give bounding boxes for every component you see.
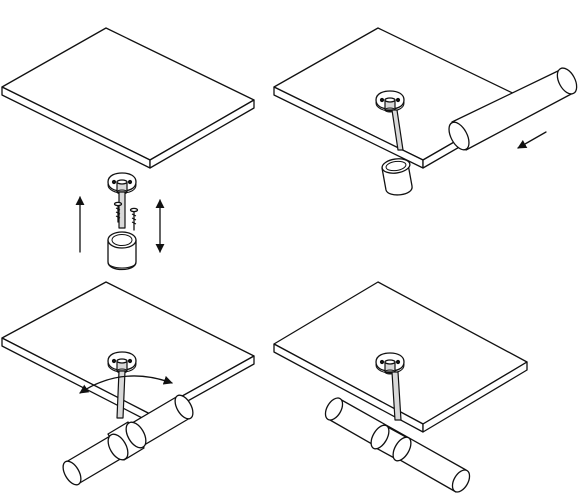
rod-ring <box>107 421 147 461</box>
slide-arrow <box>517 131 547 149</box>
rod-bracket <box>375 352 405 375</box>
rod-bracket <box>375 90 405 113</box>
rod-ring <box>381 158 413 196</box>
screw-right <box>129 207 139 231</box>
bracket-stem <box>118 191 126 229</box>
rod-ring <box>370 424 412 462</box>
clothes-rod <box>448 67 578 151</box>
step-3-panel <box>1 281 255 486</box>
screw-left <box>113 201 123 223</box>
shelf-board <box>1 27 255 169</box>
bracket-stem <box>116 370 126 419</box>
rod-ring <box>107 231 137 271</box>
rotate-arrow <box>79 375 173 394</box>
shelf-board <box>273 281 528 433</box>
rod-bracket <box>107 351 137 374</box>
step-2-panel <box>273 27 578 196</box>
bracket-stem <box>391 371 402 421</box>
step-1-panel <box>1 27 255 271</box>
rod-bracket <box>107 172 137 195</box>
bracket-stem <box>391 109 404 151</box>
step-4-panel <box>273 281 528 493</box>
